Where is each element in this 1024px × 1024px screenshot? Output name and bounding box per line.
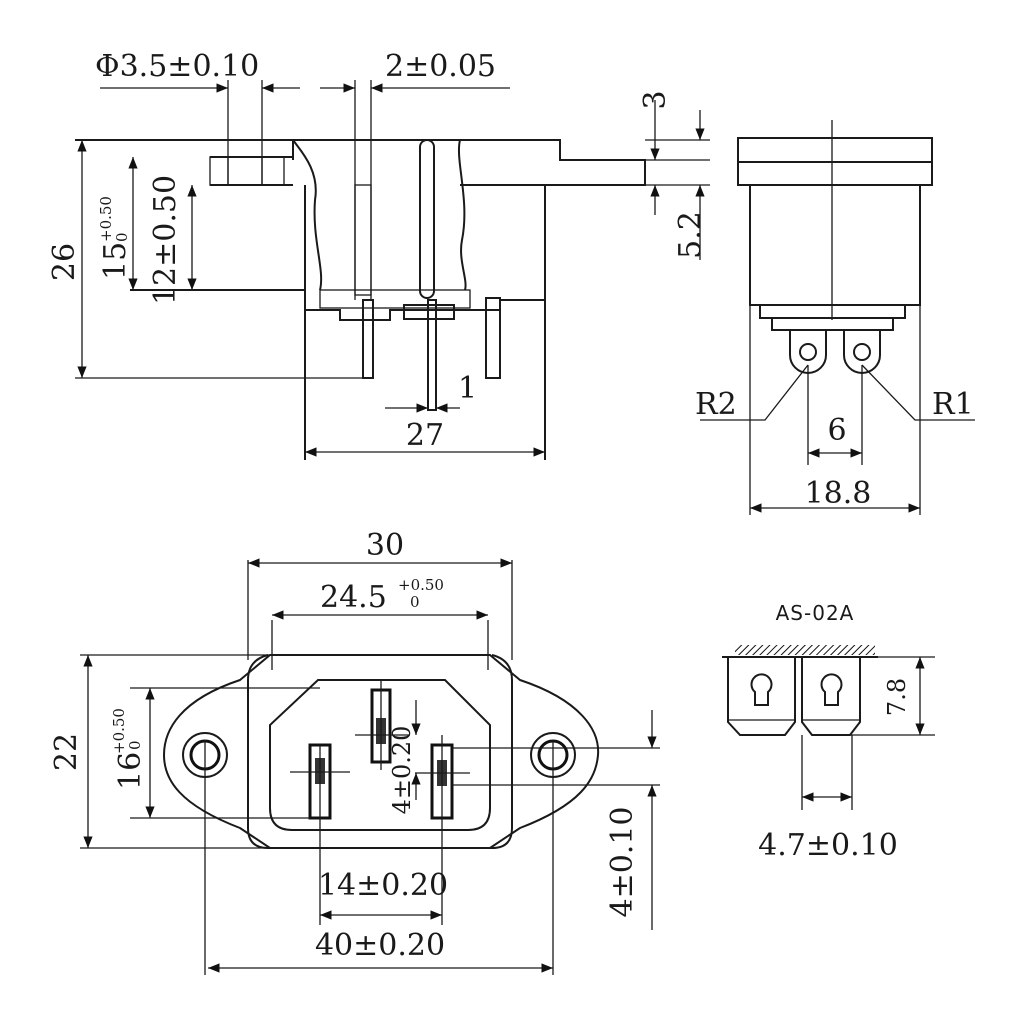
vertical-offset-label: 4±0.10 — [605, 806, 640, 917]
inner-depth-label: 12±0.50 — [148, 175, 183, 305]
model-label: AS-02A — [776, 601, 855, 625]
terminal-detail: AS-02A 7.8 4.7±0.10 — [722, 601, 935, 863]
end-view: R2 R1 6 18.8 — [695, 120, 975, 515]
lug-spacing-label: 6 — [827, 413, 846, 448]
opening-height-value: 16 — [113, 752, 148, 790]
hole-dia-label: Φ3.5±0.10 — [95, 49, 259, 84]
body-depth-tol-upper: +0.50 — [97, 196, 115, 242]
side-view: Φ3.5±0.10 2±0.05 26 15 +0.50 0 12±0.50 3… — [47, 49, 710, 460]
flange-height-label: 22 — [49, 733, 84, 771]
opening-height-tol-lower: 0 — [126, 740, 144, 750]
flange-step-label: 3 — [638, 90, 673, 109]
radius-right-label: R1 — [932, 387, 974, 422]
pin-thickness-label: 2±0.05 — [385, 49, 496, 84]
pin-width-label: 1 — [458, 371, 477, 406]
front-view: 30 24.5 +0.50 0 22 16 +0.50 0 4±0.20 14±… — [49, 528, 660, 975]
terminal-pitch-label: 4.7±0.10 — [758, 828, 898, 863]
body-depth-value: 15 — [98, 242, 133, 280]
opening-width-tol-upper: +0.50 — [398, 576, 444, 594]
body-depth-tol-lower: 0 — [113, 232, 131, 242]
terminal-height-label: 7.8 — [883, 678, 911, 716]
mount-spacing-label: 40±0.20 — [315, 928, 445, 963]
end-width-label: 18.8 — [805, 476, 872, 511]
flange-thickness-label: 5.2 — [673, 211, 708, 259]
body-depth-label: 15 +0.50 0 — [97, 196, 133, 280]
radius-left-label: R2 — [695, 387, 737, 422]
body-width-label: 27 — [406, 418, 444, 453]
front-body-width-label: 30 — [366, 528, 404, 563]
opening-height-tol-upper: +0.50 — [110, 708, 128, 754]
opening-width-tol-lower: 0 — [410, 593, 420, 611]
earth-offset-label: 4±0.20 — [388, 726, 416, 815]
opening-height-label: 16 +0.50 0 — [110, 708, 148, 790]
pin-spacing-label: 14±0.20 — [318, 868, 448, 903]
total-height-label: 26 — [47, 243, 82, 281]
opening-width-label: 24.5 — [320, 580, 387, 615]
